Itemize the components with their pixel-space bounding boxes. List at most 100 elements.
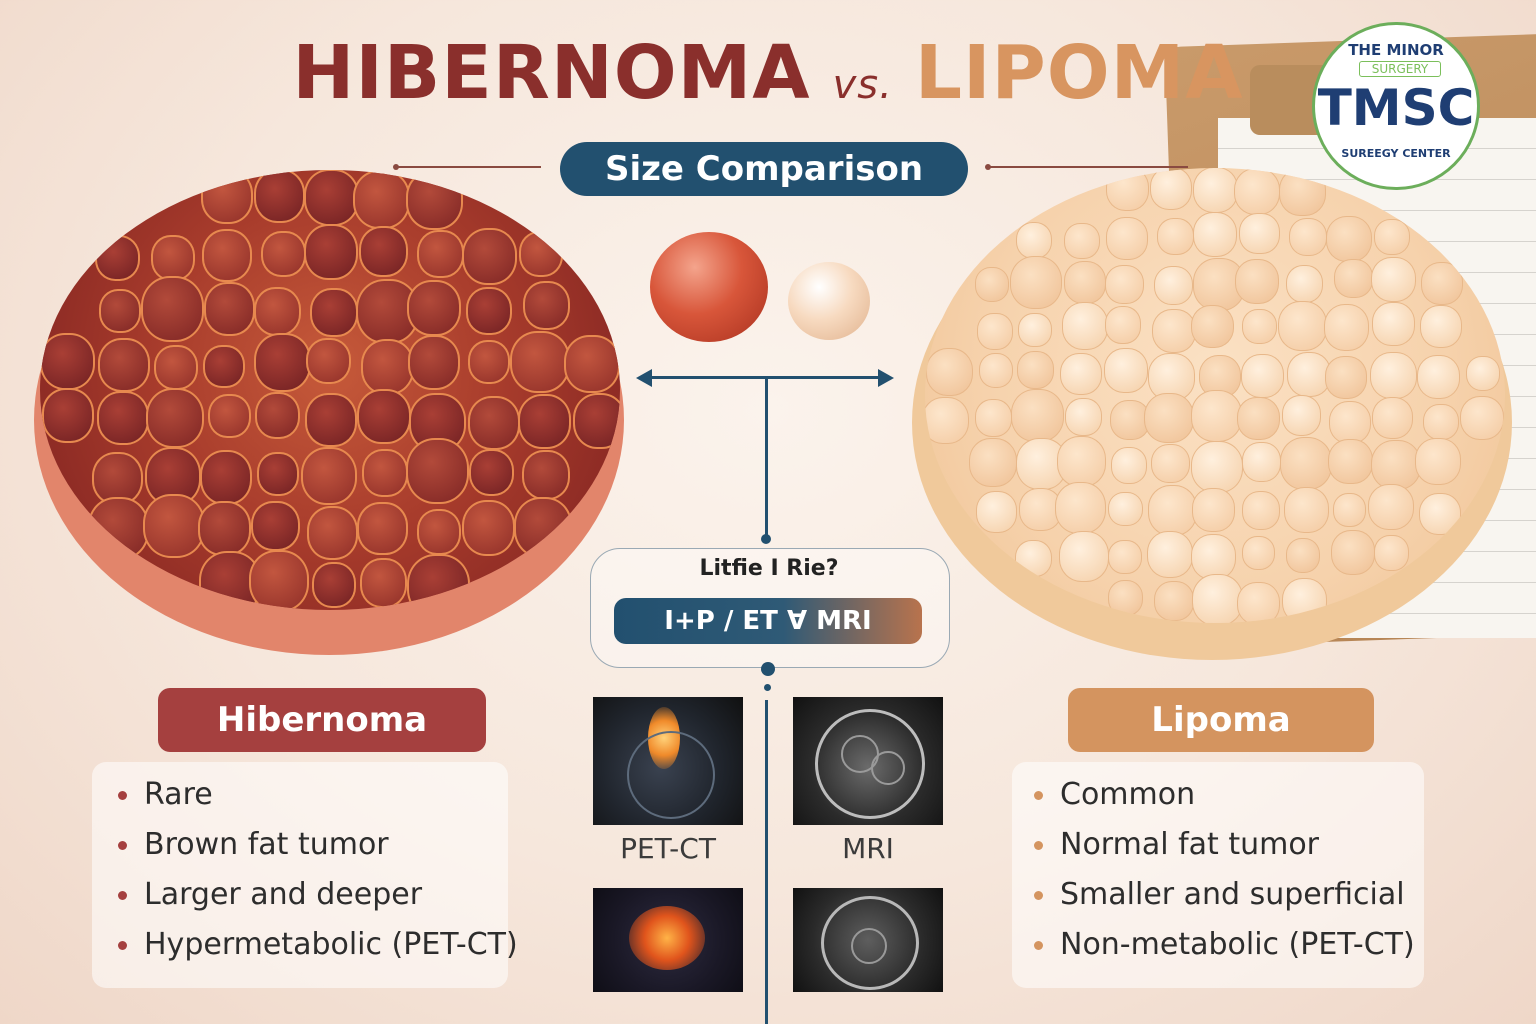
fat-lobule [1237, 581, 1280, 623]
fat-lobule [467, 340, 511, 385]
fat-lobule [417, 230, 464, 279]
fat-lobule [1150, 168, 1193, 210]
fat-lobule [1459, 395, 1504, 441]
fat-lobule [925, 347, 974, 397]
fat-lobule [154, 344, 199, 391]
logo-top-text: THE MINOR [1348, 41, 1444, 59]
lipoma-tumor-illustration [925, 168, 1505, 623]
fat-lobule [358, 225, 409, 277]
fat-lobule [975, 266, 1010, 302]
fat-lobule [1279, 436, 1333, 491]
hibernoma-card: Rare Brown fat tumor Larger and deeper H… [92, 762, 518, 988]
fat-lobule [208, 393, 251, 439]
fat-lobule [572, 392, 620, 449]
fat-lobule [1106, 217, 1148, 260]
fat-lobule [145, 387, 204, 448]
fat-lobule [200, 170, 254, 224]
bullet-dot [1034, 941, 1043, 950]
arrow-left-icon [636, 369, 652, 387]
fat-lobule [1281, 577, 1328, 623]
fat-lobule [1150, 443, 1190, 484]
fat-lobule [513, 497, 572, 558]
list-item: Rare [118, 770, 518, 820]
fat-lobule [1019, 488, 1062, 532]
fat-lobule [1156, 218, 1194, 256]
fat-lobule [203, 344, 245, 388]
divider-left-dot [393, 164, 399, 170]
fat-lobule [1063, 260, 1106, 304]
fat-lobule [1279, 168, 1326, 217]
fat-lobule [1190, 304, 1234, 349]
fat-lobule [1104, 306, 1142, 344]
fat-lobule [198, 501, 251, 556]
list-item-text: Larger and deeper [144, 877, 423, 912]
fat-lobule [305, 337, 351, 385]
fat-lobule [406, 279, 461, 337]
list-item: Normal fat tumor [1034, 820, 1415, 870]
fat-lobule [1017, 351, 1055, 389]
fat-lobule [1371, 439, 1422, 491]
list-item-text: Common [1060, 777, 1196, 812]
pet-ct-scan-image [593, 697, 743, 825]
fat-lobule [417, 509, 462, 556]
fat-lobule [522, 450, 571, 501]
fat-lobule [461, 227, 517, 286]
connector-vertical-bottom [765, 700, 768, 1024]
fat-lobule [1192, 211, 1237, 257]
fat-lobule [1152, 308, 1197, 354]
fat-lobule [97, 391, 149, 446]
fat-lobule [41, 388, 94, 443]
fat-lobule [306, 505, 359, 560]
fat-lobule [1110, 399, 1150, 441]
fat-lobule [1105, 265, 1144, 305]
fat-lobule [564, 334, 620, 393]
fat-lobule [968, 438, 1017, 487]
fat-lobule [1191, 440, 1243, 494]
list-item-text: Non-metabolic (PET-CT) [1060, 927, 1415, 962]
lipoma-size-sphere [788, 262, 870, 340]
connector-node [761, 662, 775, 676]
fat-lobule [1239, 213, 1280, 255]
fat-lobule [1108, 491, 1143, 527]
fat-lobule [88, 496, 149, 560]
fat-lobule [362, 449, 408, 497]
fat-lobule [518, 231, 563, 278]
bullet-dot [1034, 891, 1043, 900]
fat-lobule [92, 451, 144, 505]
fat-lobule [1060, 352, 1103, 396]
fat-lobule [1374, 535, 1410, 571]
hibernoma-size-sphere [650, 232, 768, 342]
fat-lobule [1108, 539, 1143, 574]
fat-lobule [98, 338, 150, 393]
fat-lobule [1015, 539, 1052, 578]
fat-lobule [143, 493, 206, 559]
fat-lobule [1061, 302, 1109, 350]
bullet-dot [1034, 791, 1043, 800]
fat-lobule [1289, 217, 1328, 257]
fat-lobule [510, 330, 570, 393]
fat-lobule [975, 491, 1017, 534]
divider-left [396, 166, 541, 168]
fat-lobule [407, 554, 470, 610]
fat-lobule [1241, 535, 1276, 570]
double-arrow-line [648, 376, 882, 379]
list-item-text: Brown fat tumor [144, 827, 389, 862]
list-item-text: Smaller and superficial [1060, 877, 1405, 912]
fat-lobule [253, 286, 301, 336]
fat-lobule [1009, 255, 1063, 309]
title-lipoma: LIPOMA [914, 30, 1244, 116]
list-item: Smaller and superficial [1034, 870, 1415, 920]
fat-lobule [1143, 392, 1194, 444]
fat-lobule [151, 235, 196, 281]
fat-lobule [1329, 400, 1372, 445]
fat-lobule [360, 339, 415, 396]
fat-lobule [1191, 574, 1243, 623]
fat-lobule [1423, 403, 1459, 441]
list-item: Common [1034, 770, 1415, 820]
fat-lobule [1234, 258, 1279, 304]
fat-lobule [1285, 265, 1324, 304]
fat-lobule [1017, 312, 1052, 348]
bullet-dot [118, 891, 127, 900]
fat-lobule [1104, 348, 1149, 394]
fat-lobule [305, 393, 357, 447]
